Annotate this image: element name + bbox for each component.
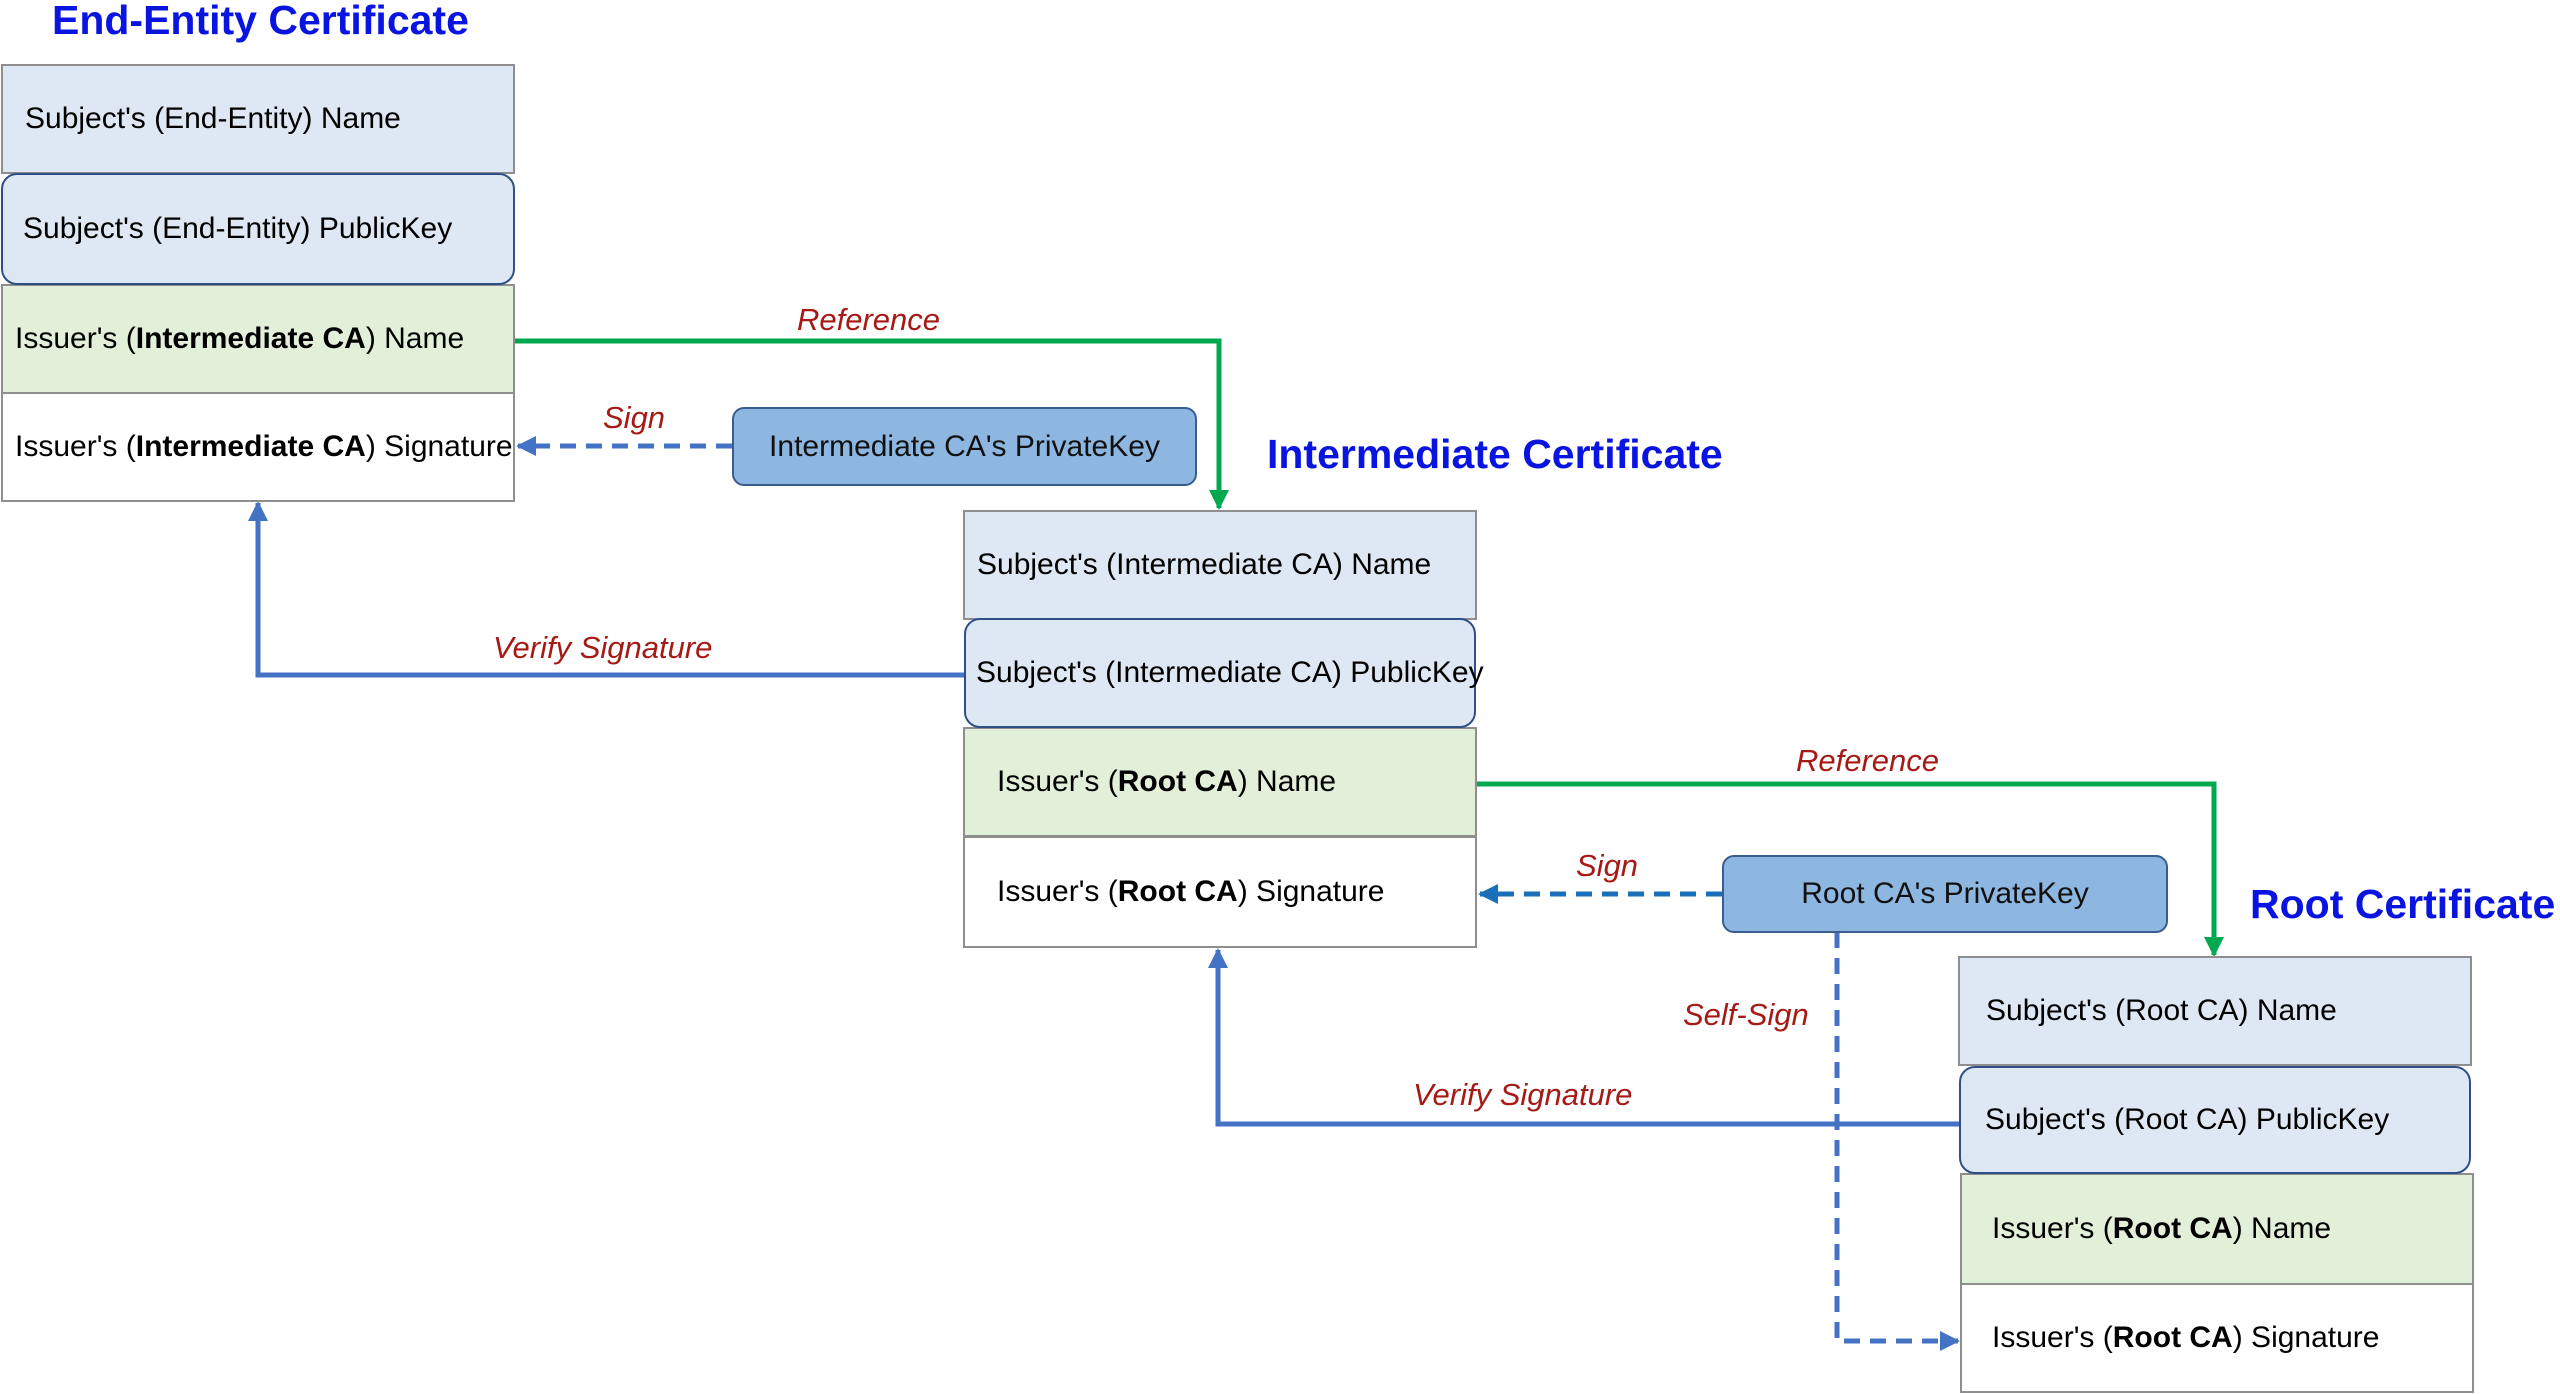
intermediate-title: Intermediate Certificate (1267, 431, 1723, 477)
sign-label-1: Sign (603, 400, 666, 435)
end-entity-issuer-sig-post: ) Signature (365, 430, 513, 463)
end-entity-issuer-name-bold: Intermediate CA (135, 322, 366, 355)
intermediate-subject-key-text: Subject's (Intermediate CA) PublicKey (976, 656, 1484, 689)
root-issuer-sig-pre: Issuer's ( (1992, 1321, 2113, 1354)
end-entity-issuer-name-pre: Issuer's ( (15, 322, 136, 355)
end-entity-title: End-Entity Certificate (52, 0, 469, 43)
reference-label-2: Reference (1796, 743, 1940, 778)
end-entity-issuer-sig-pre: Issuer's ( (15, 430, 136, 463)
end-entity-issuer-sig-bold: Intermediate CA (135, 430, 366, 463)
intermediate-subject-key: Subject's (Intermediate CA) PublicKey (964, 618, 1484, 728)
self-sign-label: Self-Sign (1683, 997, 1809, 1032)
intermediate-subject-name-text: Subject's (Intermediate CA) Name (977, 548, 1432, 581)
end-entity-subject-name: Subject's (End-Entity) Name (1, 64, 515, 174)
verify-label-1: Verify Signature (493, 630, 713, 665)
root-issuer-name: Issuer's (Root CA) Name (1960, 1173, 2474, 1285)
intermediate-issuer-name-bold: Root CA (1117, 765, 1238, 798)
end-entity-issuer-name: Issuer's (Intermediate CA) Name (1, 284, 515, 394)
reference-label-1: Reference (797, 302, 941, 337)
verify-label-2: Verify Signature (1413, 1077, 1633, 1112)
intermediate-subject-name: Subject's (Intermediate CA) Name (963, 510, 1477, 620)
root-private-key: Root CA's PrivateKey (1722, 855, 2168, 933)
root-subject-name-text: Subject's (Root CA) Name (1986, 994, 2337, 1027)
intermediate-issuer-sig-pre: Issuer's ( (997, 875, 1118, 908)
intermediate-issuer-name-pre: Issuer's ( (997, 765, 1118, 798)
intermediate-issuer-sig-bold: Root CA (1117, 875, 1238, 908)
end-entity-subject-key: Subject's (End-Entity) PublicKey (1, 173, 515, 285)
root-issuer-signature: Issuer's (Root CA) Signature (1960, 1283, 2474, 1393)
root-issuer-name-bold: Root CA (2112, 1212, 2233, 1245)
end-entity-subject-name-text: Subject's (End-Entity) Name (25, 102, 401, 135)
root-issuer-name-pre: Issuer's ( (1992, 1212, 2113, 1245)
intermediate-issuer-sig-post: ) Signature (1237, 875, 1385, 908)
self-sign-arrow (1834, 932, 1960, 1351)
intermediate-issuer-signature: Issuer's (Root CA) Signature (963, 836, 1477, 948)
end-entity-issuer-signature: Issuer's (Intermediate CA) Signature (1, 392, 515, 502)
root-subject-key-text: Subject's (Root CA) PublicKey (1985, 1103, 2390, 1136)
root-subject-name: Subject's (Root CA) Name (1958, 956, 2472, 1066)
intermediate-issuer-name-post: ) Name (1237, 765, 1337, 798)
intermediate-private-key: Intermediate CA's PrivateKey (732, 407, 1197, 486)
root-issuer-name-post: ) Name (2232, 1212, 2332, 1245)
end-entity-subject-key-text: Subject's (End-Entity) PublicKey (23, 212, 453, 245)
root-issuer-sig-post: ) Signature (2232, 1321, 2380, 1354)
end-entity-issuer-name-post: ) Name (365, 322, 465, 355)
root-title: Root Certificate (2250, 881, 2556, 927)
reference-arrow-2 (1476, 781, 2224, 957)
root-subject-key: Subject's (Root CA) PublicKey (1959, 1066, 2471, 1174)
verify-arrow-1 (248, 501, 965, 678)
sign-label-2: Sign (1576, 848, 1639, 883)
verify-arrow-2 (1208, 948, 1959, 1127)
reference-arrow-1 (515, 338, 1229, 510)
root-issuer-sig-bold: Root CA (2112, 1321, 2233, 1354)
intermediate-issuer-name: Issuer's (Root CA) Name (963, 727, 1477, 837)
